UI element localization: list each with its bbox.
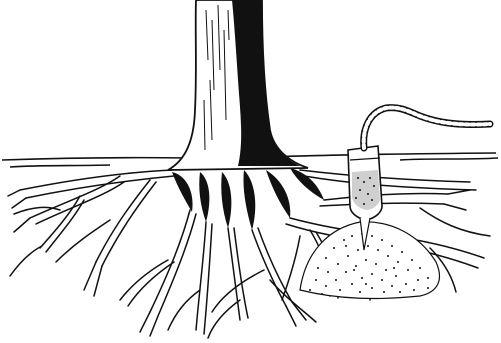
tree-trunk	[168, 0, 308, 170]
hose	[364, 108, 490, 148]
